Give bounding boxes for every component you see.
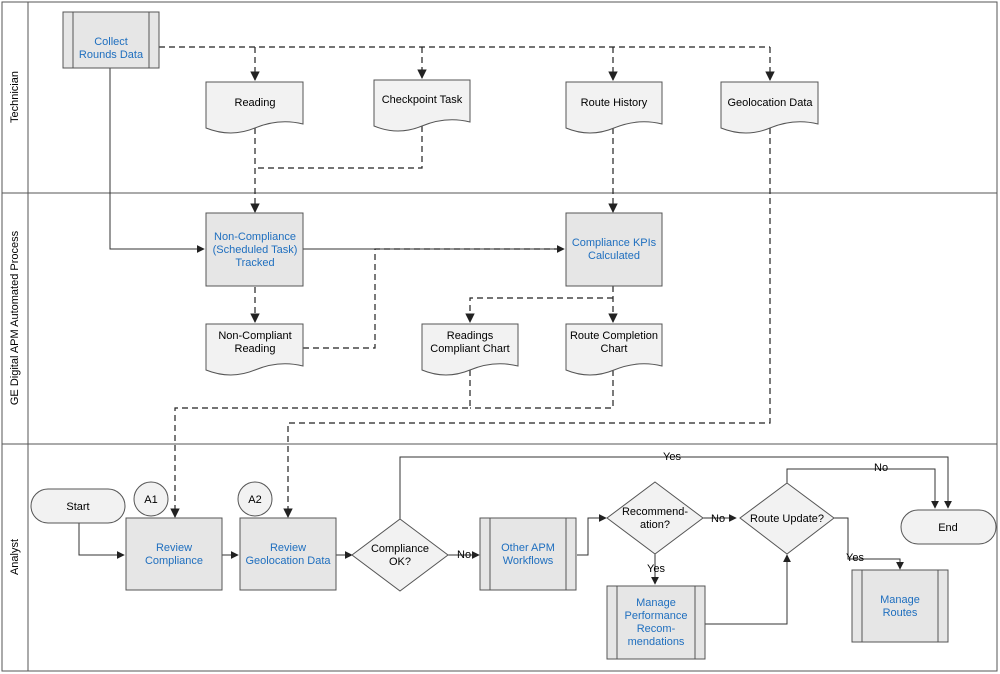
connector-lines xyxy=(78,46,952,625)
document-geolocation-data: Geolocation Data xyxy=(720,81,819,134)
lane-label-analyst: Analyst xyxy=(9,539,21,575)
readings-chart-line-2: Compliant Chart xyxy=(430,343,509,355)
route-chart-line-2: Chart xyxy=(601,343,628,355)
non-compliance-line-1: Non-Compliance xyxy=(214,231,296,243)
review-geo-line-1: Review xyxy=(270,542,306,554)
connector-a1-label: A1 xyxy=(144,494,157,506)
lane-label-automated-process: GE Digital APM Automated Process xyxy=(9,230,21,405)
edge-route-update-yes xyxy=(834,517,904,570)
collect-rounds-data-line-1: Collect xyxy=(94,36,128,48)
edge-manage-recs-to-route-update xyxy=(705,554,791,625)
connector-a1: A1 xyxy=(133,481,169,517)
manage-routes-line-2: Routes xyxy=(883,607,918,619)
edge-checkpoint-to-noncompliance xyxy=(255,126,423,169)
edge-other-workflows-to-recommendation xyxy=(577,514,607,556)
recommendation-line-1: Recommend- xyxy=(622,506,688,518)
route-update-label: Route Update? xyxy=(750,513,824,525)
edge-geolocation-to-review-geo xyxy=(283,128,771,518)
end-label: End xyxy=(938,522,958,534)
recommendation-line-2: ation? xyxy=(640,519,670,531)
edge-compliance-ok-yes xyxy=(399,456,952,519)
document-route-history: Route History xyxy=(565,81,663,134)
lane-label-technician: Technician xyxy=(9,71,21,123)
edge-route-chart-to-review-compliance xyxy=(470,370,614,409)
edge-route-update-no xyxy=(786,468,939,509)
connector-a2-label: A2 xyxy=(248,494,261,506)
document-reading: Reading xyxy=(205,81,304,134)
start-label: Start xyxy=(66,501,89,513)
decision-route-update: Route Update? xyxy=(739,482,835,555)
nc-reading-line-1: Non-Compliant xyxy=(218,330,291,342)
edge-label-route-update-no: No xyxy=(874,462,888,474)
other-apm-line-1: Other APM xyxy=(501,542,555,554)
kpis-line-2: Calculated xyxy=(588,250,640,262)
kpis-line-1: Compliance KPIs xyxy=(572,237,657,249)
edge-label-route-update-yes: Yes xyxy=(846,552,864,564)
manage-routes-line-1: Manage xyxy=(880,594,920,606)
edge-collect-to-noncompliance xyxy=(109,68,205,253)
readings-chart-line-1: Readings xyxy=(447,330,494,342)
compliance-ok-line-1: Compliance xyxy=(371,543,429,555)
edge-kpis-to-readings-chart xyxy=(465,297,613,323)
edge-label-recommendation-yes: Yes xyxy=(647,563,665,575)
edge-label-compliance-no: No xyxy=(457,549,471,561)
document-checkpoint-task: Checkpoint Task xyxy=(373,79,471,132)
connector-a2: A2 xyxy=(237,481,273,517)
review-compliance-line-2: Compliance xyxy=(145,555,203,567)
collect-rounds-data-line-2: Rounds Data xyxy=(79,49,144,61)
other-apm-line-2: Workflows xyxy=(503,555,554,567)
manage-recs-line-4: mendations xyxy=(628,636,685,648)
compliance-ok-line-2: OK? xyxy=(389,556,411,568)
decision-recommendation: Recommend-ation? xyxy=(606,481,704,555)
edge-readings-chart-to-review-compliance xyxy=(170,370,471,518)
terminator-end: End xyxy=(900,509,997,545)
edge-label-recommendation-no: No xyxy=(711,513,725,525)
review-geo-line-2: Geolocation Data xyxy=(246,555,332,567)
manage-recs-line-1: Manage xyxy=(636,597,676,609)
process-non-compliance-tracked[interactable]: Non-Compliance(Scheduled Task)Tracked xyxy=(205,212,304,287)
non-compliance-line-2: (Scheduled Task) xyxy=(213,244,298,256)
geolocation-data-label: Geolocation Data xyxy=(728,97,814,109)
checkpoint-task-label: Checkpoint Task xyxy=(382,94,463,106)
svg-text:Non-Compliance(Scheduled Task): Non-Compliance(Scheduled Task)Tracked xyxy=(213,231,298,269)
non-compliance-line-3: Tracked xyxy=(235,257,274,269)
review-compliance-line-1: Review xyxy=(156,542,192,554)
edge-ncreading-to-kpis xyxy=(303,248,562,349)
edge-label-compliance-yes: Yes xyxy=(663,451,681,463)
manage-recs-line-3: Recom- xyxy=(637,623,676,635)
manage-recs-line-2: Performance xyxy=(625,610,688,622)
edge-start-to-review-compliance xyxy=(78,523,125,559)
nc-reading-line-2: Reading xyxy=(235,343,276,355)
route-chart-line-1: Route Completion xyxy=(570,330,658,342)
route-history-label: Route History xyxy=(581,97,648,109)
reading-label: Reading xyxy=(235,97,276,109)
terminator-start: Start xyxy=(30,488,126,524)
svg-text:Recommend-ation?: Recommend-ation? xyxy=(622,506,688,531)
